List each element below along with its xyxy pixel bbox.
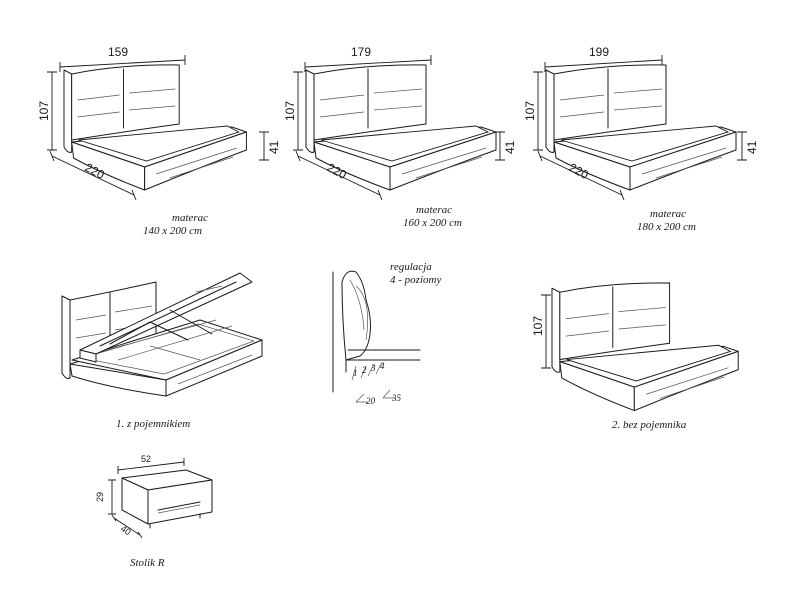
- nightstand: 52 29 40 Stolik R: [95, 454, 213, 569]
- angle-small-label: 20: [366, 396, 376, 406]
- length-dimension-line: [295, 150, 383, 201]
- length-dimension-line: [49, 150, 137, 201]
- width-label: 159: [108, 45, 128, 59]
- mattress-label: materac: [416, 204, 452, 216]
- angle-large-label: 35: [391, 393, 402, 403]
- adjustment-step-marks: [351, 361, 383, 381]
- frame-height-dimension-line: [495, 131, 505, 161]
- storage-bed: 1. z pojemnikiem: [61, 272, 263, 430]
- height-dimension-line: [541, 294, 551, 369]
- width-dimension-line: [117, 458, 185, 474]
- bed-without-storage: 107 2. bez pojemnika: [531, 282, 739, 431]
- mattress-size: 180 x 200 cm: [637, 221, 696, 233]
- height-label: 107: [283, 101, 297, 121]
- height-dimension-line: [533, 71, 543, 151]
- storage-bed-drawing: [61, 272, 263, 397]
- width-dimension-line: [544, 55, 663, 72]
- width-label: 179: [351, 45, 371, 59]
- height-dimension-line: [47, 71, 57, 151]
- height-dimension-line: [293, 71, 303, 151]
- step-label-2: 2: [362, 365, 367, 375]
- step-label-4: 4: [380, 361, 385, 371]
- width-label: 199: [589, 45, 609, 59]
- no-storage-caption: 2. bez pojemnika: [612, 419, 687, 431]
- angle-large-mark: [382, 389, 395, 399]
- frame-height-label: 41: [267, 140, 281, 154]
- height-dimension-line: [108, 479, 116, 515]
- depth-dimension-line: [111, 514, 143, 539]
- adjustment-subtitle: 4 - poziomy: [390, 274, 441, 286]
- nightstand-caption: Stolik R: [130, 557, 165, 569]
- length-dimension-line: [537, 150, 625, 201]
- storage-bed-caption: 1. z pojemnikiem: [116, 418, 190, 430]
- bed-drawing: [551, 282, 739, 412]
- mattress-size: 160 x 200 cm: [403, 217, 462, 229]
- frame-height-dimension-line: [737, 131, 747, 161]
- frame-height-label: 41: [745, 140, 759, 154]
- width-dimension-line: [304, 55, 432, 72]
- bed-variant-1: 159 107 220 41 materac 140 x 200 cm: [37, 45, 281, 237]
- height-label: 107: [523, 101, 537, 121]
- step-label-3: 3: [370, 363, 376, 373]
- angle-small-mark: [355, 393, 368, 403]
- headboard-side-drawing: [332, 270, 421, 393]
- mattress-label: materac: [172, 212, 208, 224]
- frame-height-label: 41: [503, 140, 517, 154]
- depth-label: 40: [119, 523, 133, 537]
- mattress-size: 140 x 200 cm: [143, 225, 202, 237]
- headboard-adjustment: regulacja 4 - poziomy 1 2 3 4 20 35: [332, 261, 441, 406]
- width-label: 52: [141, 454, 151, 464]
- bed-variant-2: 179 107 220 41 materac 160 x 200 cm: [283, 45, 517, 229]
- adjustment-title: regulacja: [390, 261, 432, 273]
- bed-variant-3: 199 107 220 41 materac 180 x 200 cm: [523, 45, 759, 233]
- step-label-1: 1: [353, 368, 358, 378]
- height-label: 107: [37, 101, 51, 121]
- nightstand-drawing: [121, 469, 213, 529]
- frame-height-dimension-line: [259, 131, 269, 161]
- height-label: 29: [95, 492, 105, 502]
- mattress-label: materac: [650, 208, 686, 220]
- width-dimension-line: [59, 55, 186, 72]
- height-label: 107: [531, 316, 545, 336]
